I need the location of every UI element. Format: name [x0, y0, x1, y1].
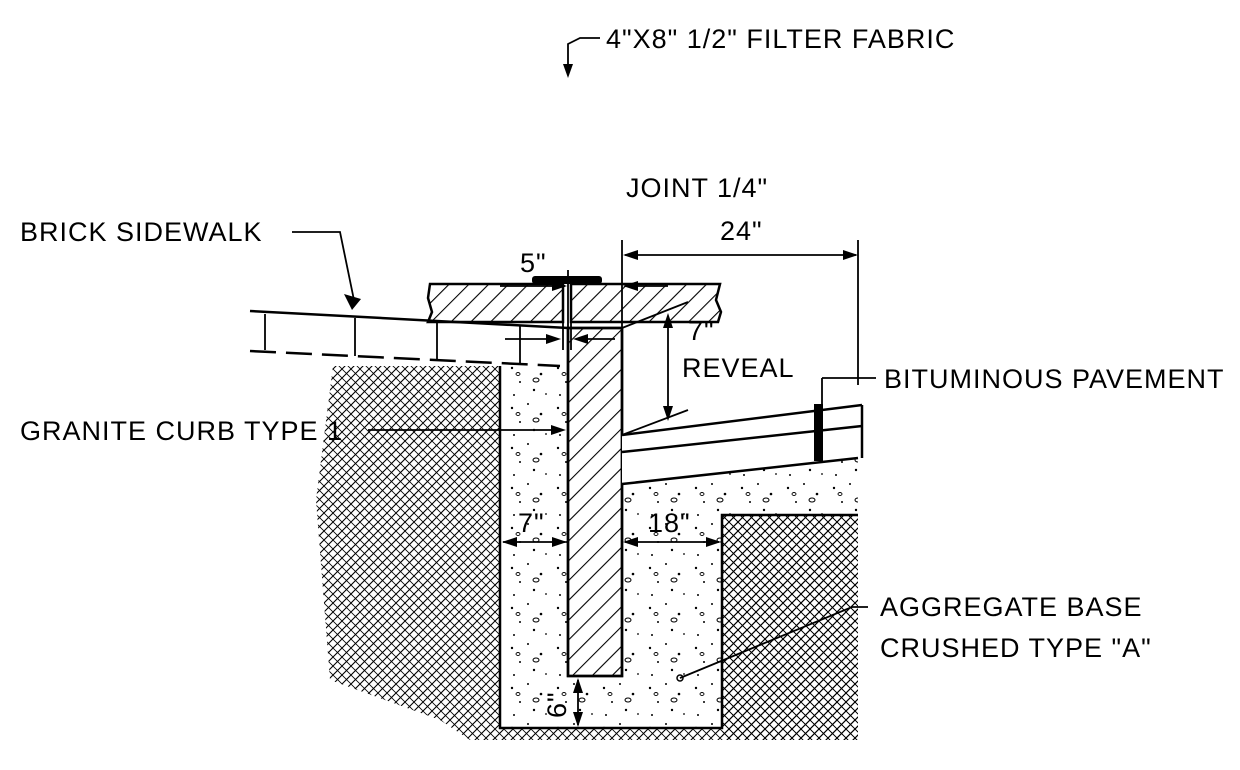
dim-curb-width: 5" [520, 248, 547, 278]
dim-pavement-extent: 24" [720, 216, 763, 246]
reveal-value-label: 7" [688, 316, 715, 346]
dim-concrete-bottom: 6" [542, 691, 572, 718]
aggregate-base-label-line1: AGGREGATE BASE [880, 592, 1143, 622]
granite-curb [566, 326, 624, 678]
brick-sidewalk [249, 231, 569, 368]
left-slab [426, 282, 565, 324]
granite-curb-label: GRANITE CURB TYPE 1 [20, 416, 343, 446]
joint-label: JOINT 1/4" [626, 173, 768, 203]
brick-sidewalk-label: BRICK SIDEWALK [20, 217, 263, 247]
dim-concrete-front: 18" [648, 508, 691, 538]
bituminous-pavement-label: BITUMINOUS PAVEMENT [884, 364, 1225, 394]
aggregate-base-label-line2: CRUSHED TYPE "A" [880, 633, 1152, 663]
filter-fabric-label: 4"X8" 1/2" FILTER FABRIC [606, 24, 955, 54]
filter-fabric-strip [532, 276, 602, 284]
dim-concrete-back: 7" [518, 508, 545, 538]
pavement-layers [621, 403, 864, 486]
reveal-text-label: REVEAL [682, 353, 795, 383]
